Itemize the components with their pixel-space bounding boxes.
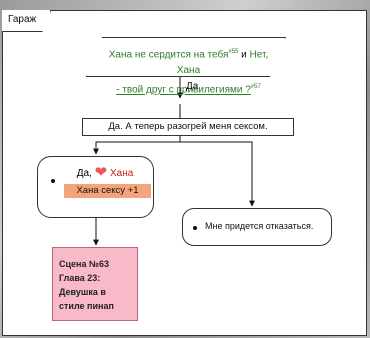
scene-line-2: Глава 23: — [59, 273, 101, 283]
choice-b-bullet — [193, 226, 197, 230]
condition-line-2: - твой друг с привилегиями ? — [116, 84, 251, 96]
choice-a-prefix: Да, — [76, 168, 92, 179]
choice-node-b[interactable] — [182, 208, 332, 246]
scene-node[interactable]: Сцена №63 Глава 23: Девушка в стиле пина… — [52, 247, 138, 321]
yes-label: Да — [186, 81, 199, 92]
speech-node[interactable]: Да. А теперь разогрей меня сексом. — [82, 118, 294, 136]
scene-line-1: Сцена №63 — [59, 259, 110, 269]
scene-line-3: Девушка в стиле пинап — [59, 287, 114, 311]
choice-a-bullet — [51, 179, 55, 183]
relationship-tag: Хана сексу +1 — [64, 184, 151, 198]
connector-speech-choice-a — [93, 136, 181, 155]
condition-and: и — [238, 49, 250, 61]
choice-a-text: Да, ❤ Хана — [60, 164, 150, 182]
condition-text-after: Нет, Хана — [176, 49, 269, 77]
choice-b-text: Мне придется отказаться. — [205, 221, 314, 231]
condition-text: Хана не сердится на тебя#55 и Нет, Хана … — [96, 44, 281, 99]
connector-speech-choice-b — [180, 141, 255, 207]
condition-node[interactable] — [86, 37, 286, 77]
condition-text-before: Хана не сердится на тебя — [108, 49, 229, 61]
condition-ref-1[interactable]: #55 — [228, 49, 239, 55]
condition-ref-2[interactable]: #57 — [250, 84, 261, 91]
choice-a-speaker: Хана — [109, 168, 134, 179]
heart-icon: ❤ — [94, 164, 108, 182]
